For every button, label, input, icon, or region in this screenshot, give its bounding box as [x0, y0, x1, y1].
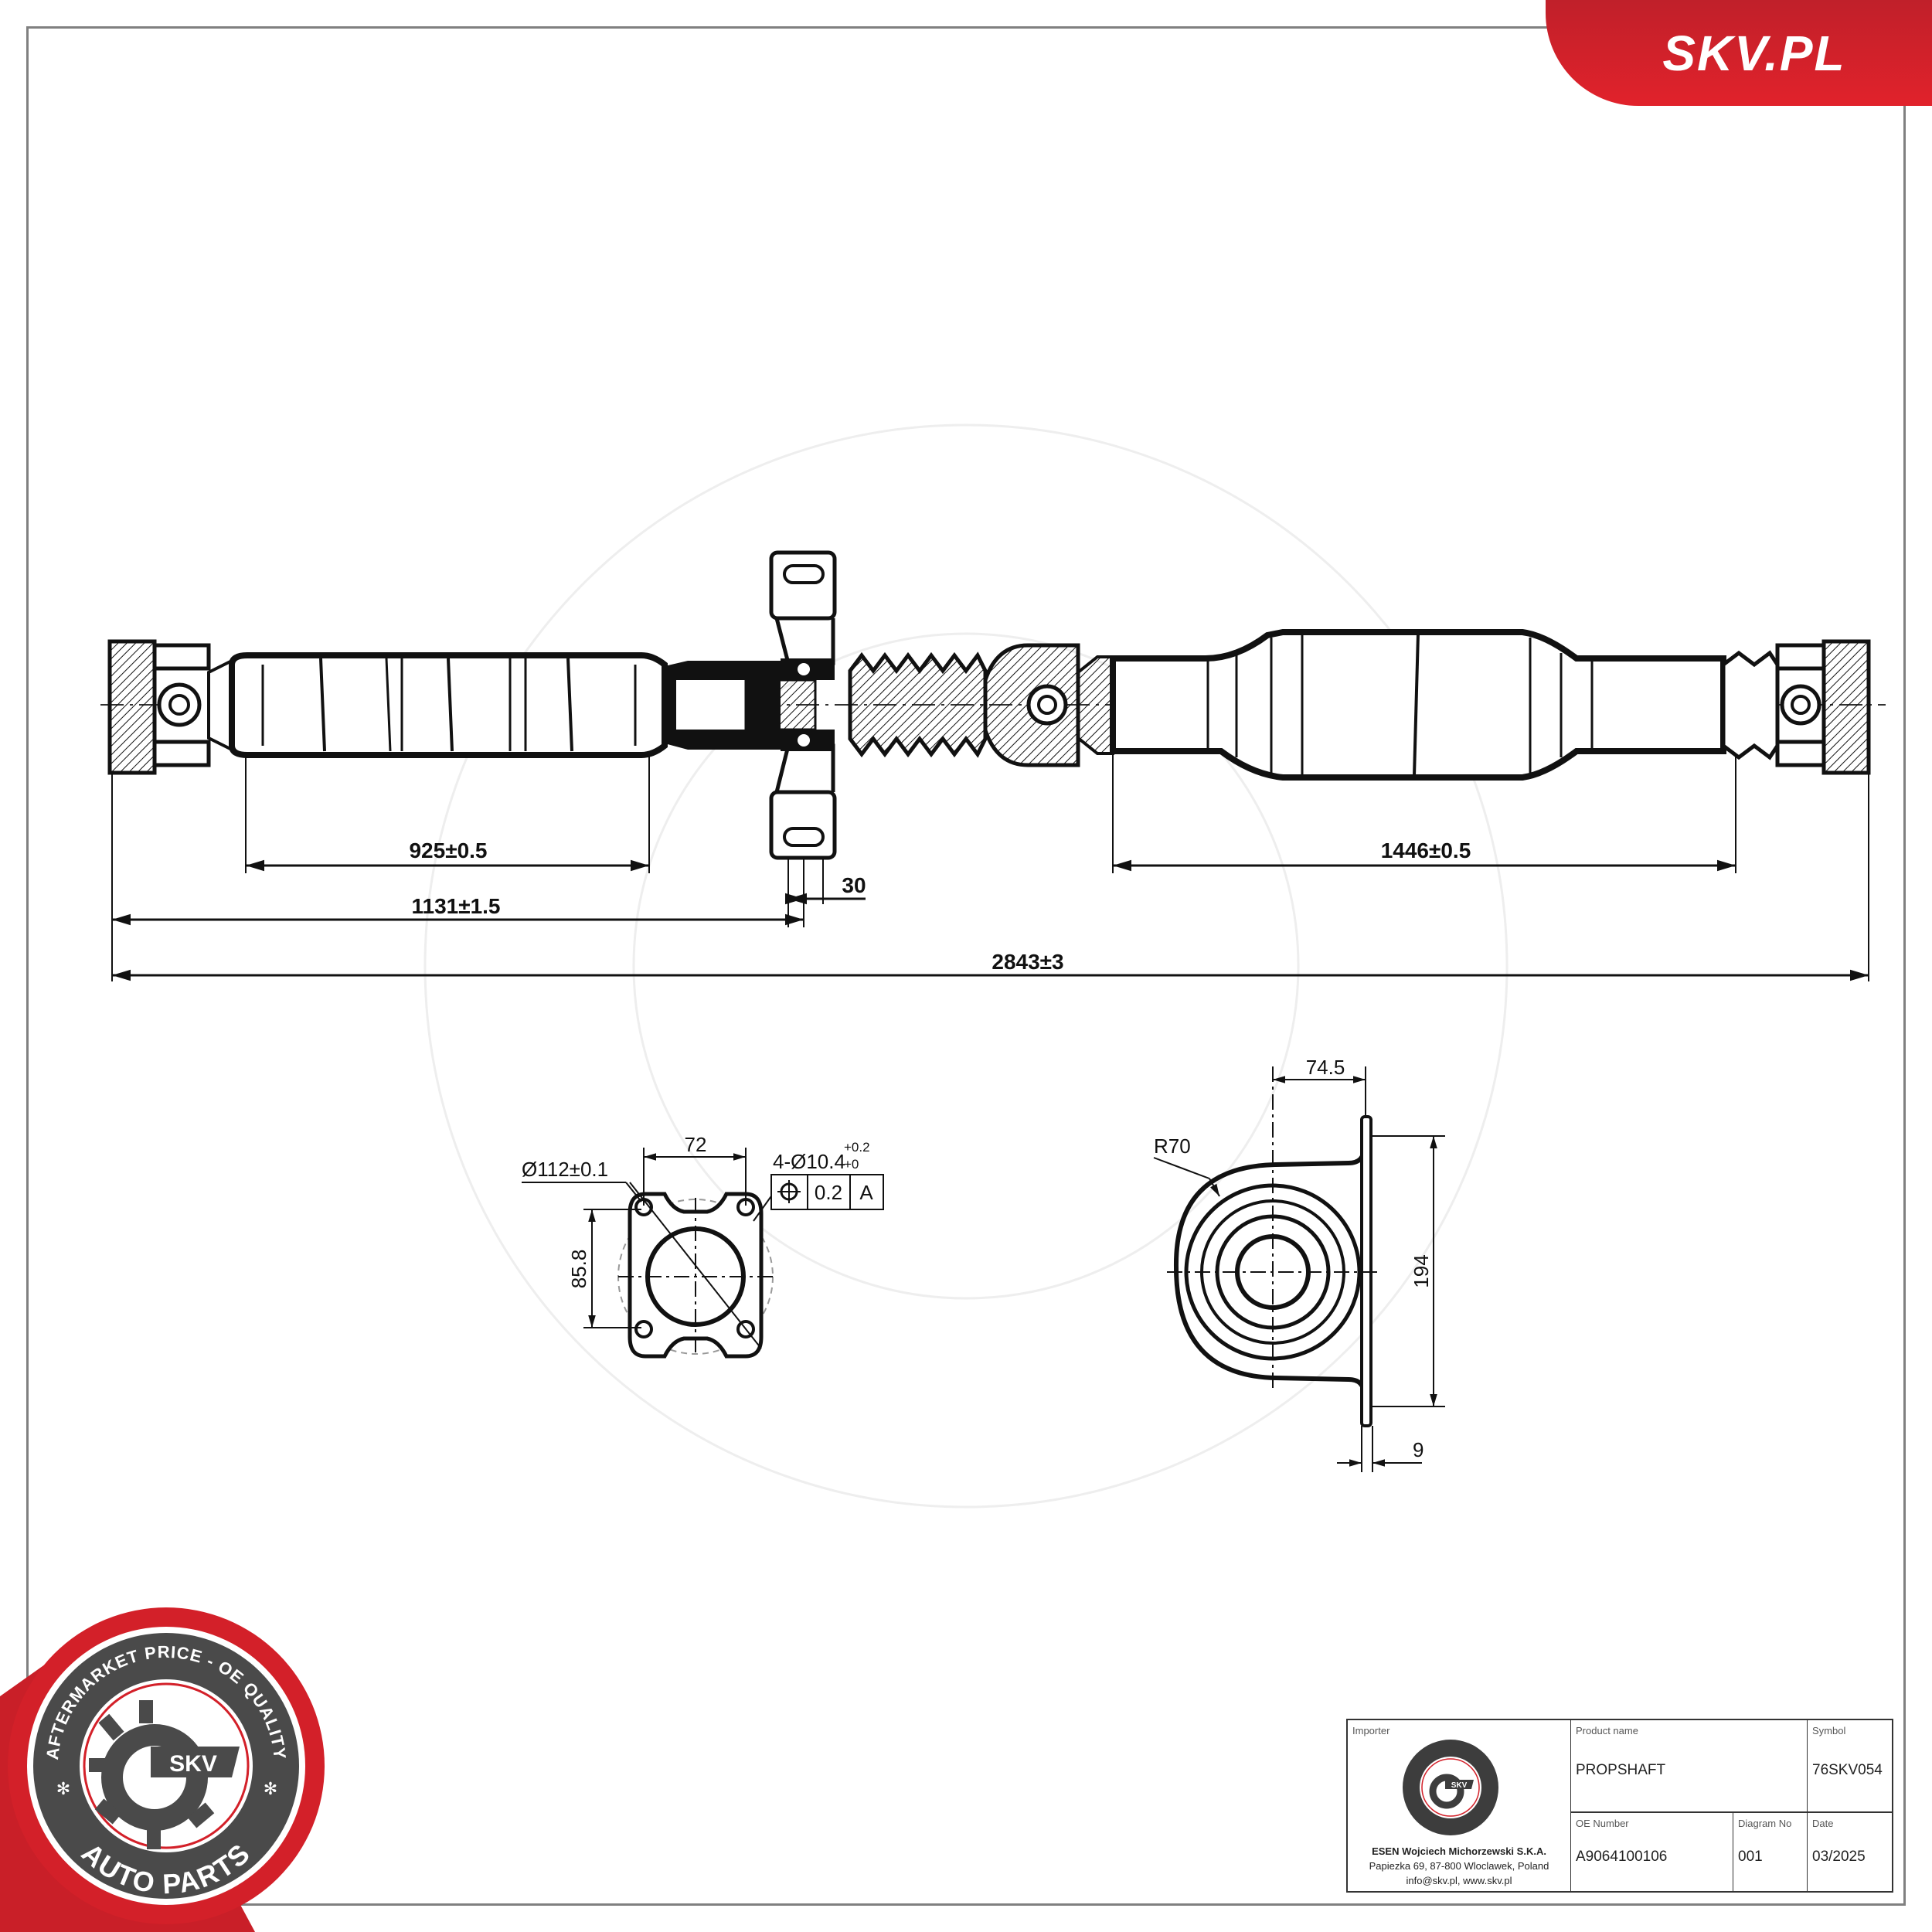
dim-hole-tol-lower: +0 — [844, 1157, 859, 1172]
rear-tube — [1110, 629, 1726, 781]
rear-universal-joint — [1721, 639, 1871, 775]
product-name-cell: Product name PROPSHAFT — [1570, 1720, 1807, 1811]
dim-front-tube-length: 925±0.5 — [409, 838, 487, 862]
dim-bolt-circle: Ø112±0.1 — [522, 1158, 608, 1181]
title-block: Importer SKV ESEN Wojciech Michorzewski … — [1346, 1719, 1893, 1893]
dim-plate-thickness: 9 — [1413, 1438, 1423, 1461]
dim-mount-hole-spacing: 194 — [1410, 1254, 1433, 1287]
position-tolerance-value: 0.2 — [815, 1181, 842, 1204]
importer-contact: info@skv.pl, www.skv.pl — [1406, 1875, 1512, 1886]
importer-address: Papiezka 69, 87-800 Wloclawek, Poland — [1369, 1860, 1549, 1872]
date-label: Date — [1812, 1818, 1834, 1829]
importer-details: ESEN Wojciech Michorzewski S.K.A. Papiez… — [1348, 1844, 1570, 1888]
star-icon: ✻ — [264, 1779, 277, 1798]
dim-hole-spacing-horizontal: 72 — [685, 1133, 707, 1156]
drawing-frame — [26, 26, 1906, 1906]
diagram-no-label: Diagram No — [1738, 1818, 1792, 1829]
flange-view — [522, 1148, 884, 1359]
brand-logo-tab: SKV.PL — [1546, 0, 1932, 106]
dim-total-length: 2843±3 — [992, 950, 1063, 974]
product-name: PROPSHAFT — [1576, 1762, 1666, 1778]
oe-number-cell: OE Number A9064100106 — [1570, 1811, 1733, 1891]
dimension-lines — [112, 859, 1869, 981]
rubber-boot — [848, 651, 988, 758]
importer-company: ESEN Wojciech Michorzewski S.K.A. — [1372, 1845, 1546, 1857]
importer-label: Importer — [1352, 1725, 1390, 1736]
oe-number: A9064100106 — [1576, 1849, 1668, 1865]
date-cell: Date 03/2025 — [1807, 1811, 1892, 1891]
dim-hole-tol-upper: +0.2 — [844, 1140, 870, 1155]
oe-number-label: OE Number — [1576, 1818, 1629, 1829]
dim-front-section-length: 1131±1.5 — [411, 894, 500, 918]
front-tube — [229, 652, 668, 758]
datum-label: A — [859, 1181, 873, 1204]
brand-logo-text: SKV.PL — [1662, 25, 1846, 81]
symbol-value: 76SKV054 — [1812, 1762, 1883, 1778]
star-icon: ✻ — [56, 1779, 70, 1798]
symbol-cell: Symbol 76SKV054 — [1807, 1720, 1892, 1811]
slip-spline — [665, 661, 817, 750]
dim-radius: R70 — [1154, 1134, 1191, 1158]
importer-logo: SKV — [1403, 1740, 1498, 1835]
skv-quality-badge: AFTERMARKET PRICE - OE QUALITY AUTO PART… — [0, 1607, 325, 1932]
mini-badge-text: SKV — [1451, 1781, 1468, 1790]
date-value: 03/2025 — [1812, 1849, 1866, 1865]
symbol-label: Symbol — [1812, 1725, 1846, 1736]
dim-holes: 4-Ø10.4 — [773, 1150, 845, 1173]
diagram-no: 001 — [1738, 1849, 1763, 1865]
product-name-label: Product name — [1576, 1725, 1638, 1736]
center-bearing-bracket — [769, 550, 837, 860]
dim-bearing-slot-offset: 30 — [842, 873, 866, 897]
diagram-no-cell: Diagram No 001 — [1733, 1811, 1807, 1891]
dim-center-to-mount: 74.5 — [1306, 1056, 1345, 1079]
dim-hole-spacing-vertical: 85.8 — [567, 1250, 590, 1289]
extension-lines — [111, 755, 1869, 981]
badge-center-text: SKV — [169, 1751, 217, 1777]
importer-cell: Importer SKV ESEN Wojciech Michorzewski … — [1348, 1720, 1570, 1891]
center-bearing-view — [1153, 1066, 1445, 1472]
dim-rear-tube-length: 1446±0.5 — [1381, 838, 1471, 862]
front-universal-joint — [107, 639, 233, 775]
watermark-gear-icon — [423, 423, 1509, 1509]
center-universal-joint — [983, 643, 1114, 767]
